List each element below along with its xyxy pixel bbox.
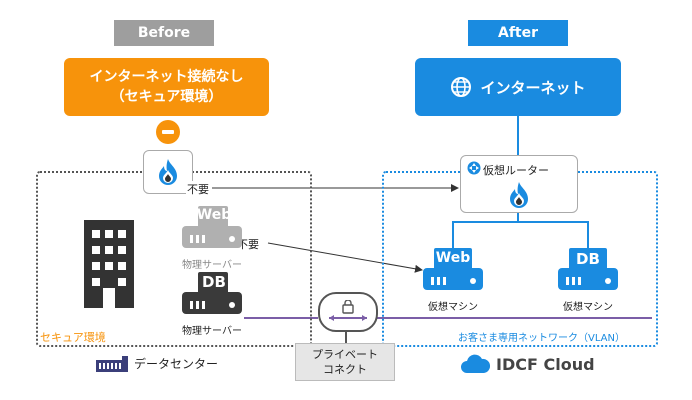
before-tag: Before <box>114 20 214 46</box>
minus-icon <box>156 120 180 144</box>
db-badge: DB <box>576 250 600 268</box>
firewall-box <box>143 150 193 194</box>
virtual-machine-caption: 仮想マシン <box>428 302 478 313</box>
private-connect-node <box>318 292 378 332</box>
secure-env-label: （セキュア環境） <box>110 89 223 105</box>
idcf-cloud-label: IDCF Cloud <box>496 354 595 374</box>
lock-icon <box>329 300 367 321</box>
virtual-machine-web: Web 仮想マシン <box>421 248 485 313</box>
data-center-label: データセンター <box>134 357 219 371</box>
server-icon <box>182 206 242 248</box>
physical-server-caption: 物理サーバー <box>182 260 242 271</box>
cloud-icon <box>461 354 490 373</box>
data-center-footer: データセンター <box>96 355 218 372</box>
web-badge: Web <box>196 207 232 223</box>
router-icon <box>467 161 481 175</box>
fire-icon <box>510 182 528 208</box>
after-tag: After <box>468 20 568 46</box>
internet-label: インターネット <box>480 78 586 97</box>
fire-icon <box>159 159 177 185</box>
internet-box: インターネット <box>415 58 621 116</box>
virtual-machine-caption: 仮想マシン <box>563 302 613 313</box>
building-icon <box>84 220 134 308</box>
web-badge: Web <box>435 250 471 266</box>
physical-server-caption: 物理サーバー <box>182 326 242 337</box>
private-connect-line2: コネクト <box>323 363 367 376</box>
not-needed-label-1: 不要 <box>186 181 210 197</box>
router-branch-lines <box>452 211 589 250</box>
virtual-router-box: 仮想ルーター <box>460 155 578 213</box>
vlan-label: お客さま専用ネットワーク（VLAN） <box>458 333 625 344</box>
globe-icon <box>451 77 472 97</box>
server-icon <box>182 272 242 314</box>
db-badge: DB <box>202 273 226 291</box>
no-internet-label: インターネット接続なし <box>89 69 244 85</box>
not-needed-arrow-2 <box>267 242 423 273</box>
virtual-machine-db: DB 仮想マシン <box>556 248 620 313</box>
data-center-icon <box>96 355 128 372</box>
no-internet-box: インターネット接続なし （セキュア環境） <box>64 58 269 116</box>
private-connect-line1: プライベート <box>312 348 378 361</box>
server-icon <box>558 248 618 290</box>
secure-area-label: セキュア環境 <box>40 331 106 344</box>
virtual-router-label: 仮想ルーター <box>483 164 549 177</box>
physical-server-db: DB 物理サーバー <box>180 272 244 337</box>
physical-server-web: Web 物理サーバー <box>180 206 244 271</box>
private-connect-label: プライベート コネクト <box>295 343 395 381</box>
data-center-area <box>36 171 312 347</box>
idcf-cloud-logo: IDCF Cloud <box>460 353 595 375</box>
server-icon <box>423 248 483 290</box>
